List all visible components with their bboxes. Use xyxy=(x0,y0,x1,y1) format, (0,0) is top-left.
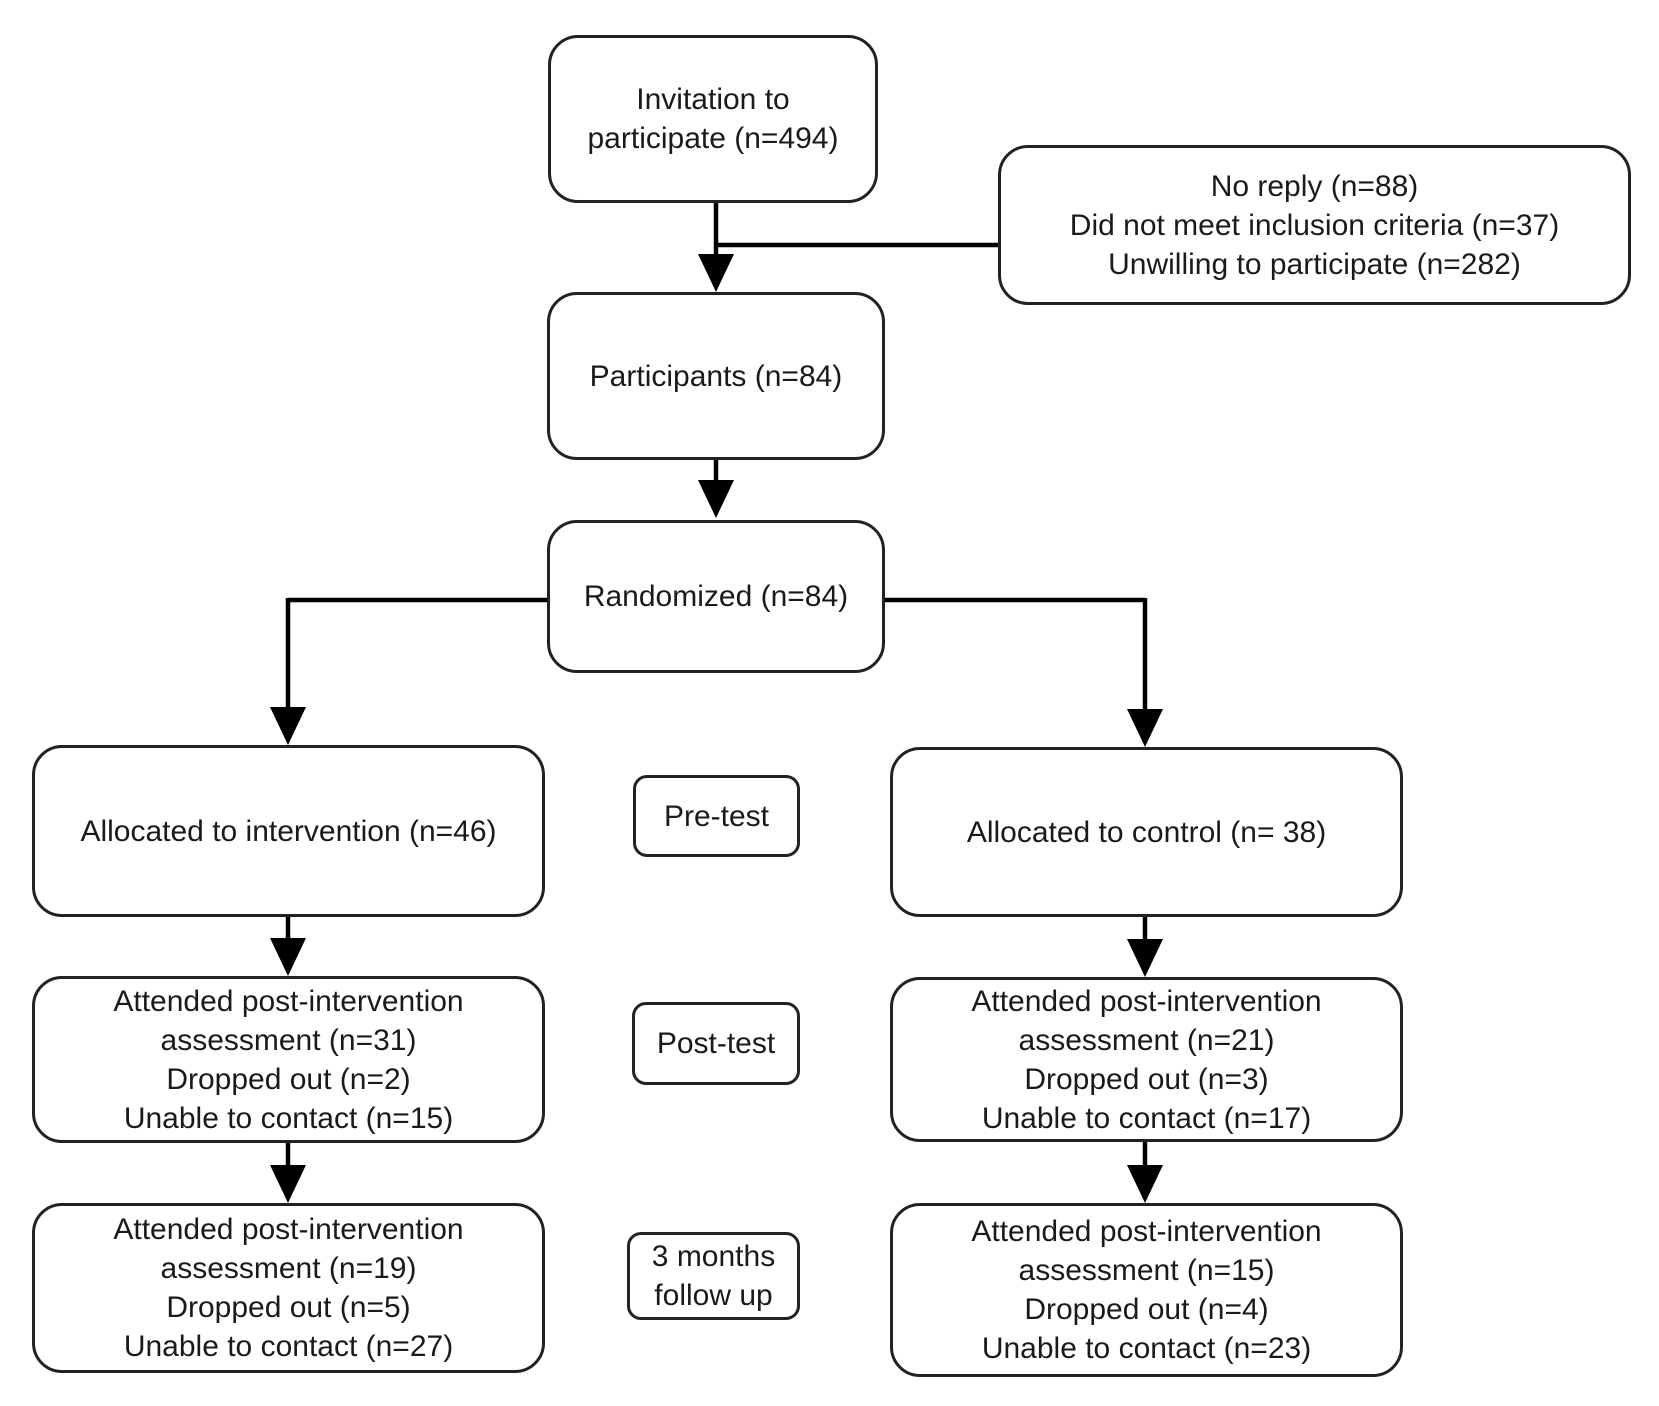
node-text-line: Unable to contact (n=23) xyxy=(981,1332,1312,1365)
node-text-line: Unable to contact (n=27) xyxy=(123,1330,454,1363)
node-text-line: assessment (n=31) xyxy=(160,1023,417,1057)
node-allocated-intervention: Allocated to intervention (n=46) xyxy=(32,745,545,917)
node-control-followup: Attended post-intervention assessment (n… xyxy=(890,1203,1403,1377)
node-participants: Participants (n=84) xyxy=(547,292,885,460)
node-text-line: assessment (n=19) xyxy=(160,1252,417,1285)
node-text-line: Attended post-intervention xyxy=(971,1215,1322,1248)
node-stage-pretest: Pre-test xyxy=(633,775,800,857)
node-text-line: Unable to contact (n=15) xyxy=(123,1101,454,1135)
node-text-line: Allocated to control (n= 38) xyxy=(966,815,1327,849)
node-exclusions: No reply (n=88) Did not meet inclusion c… xyxy=(998,145,1631,305)
node-text-line: Unwilling to participate (n=282) xyxy=(1108,247,1521,281)
node-stage-posttest: Post-test xyxy=(632,1002,800,1085)
node-text-line: Post-test xyxy=(656,1027,776,1060)
node-stage-followup: 3 months follow up xyxy=(627,1232,800,1320)
node-text-line: Pre-test xyxy=(663,799,770,833)
node-text-line: follow up xyxy=(654,1279,773,1312)
node-text-line: No reply (n=88) xyxy=(1210,169,1419,203)
node-text-line: assessment (n=15) xyxy=(1018,1254,1275,1287)
node-text-line: assessment (n=21) xyxy=(1018,1023,1275,1057)
node-text-line: Attended post-intervention xyxy=(113,1213,464,1246)
node-text-line: Allocated to intervention (n=46) xyxy=(80,814,497,848)
node-allocated-control: Allocated to control (n= 38) xyxy=(890,747,1403,917)
node-invitation: Invitation to participate (n=494) xyxy=(548,35,878,203)
node-randomized: Randomized (n=84) xyxy=(547,520,885,673)
node-text-line: participate (n=494) xyxy=(587,122,839,155)
node-text-line: Attended post-intervention xyxy=(971,984,1322,1018)
node-text-line: Attended post-intervention xyxy=(113,984,464,1018)
node-text-line: Dropped out (n=3) xyxy=(1024,1062,1269,1096)
node-text-line: Randomized (n=84) xyxy=(583,580,849,613)
node-text-line: Dropped out (n=4) xyxy=(1024,1293,1269,1326)
node-control-posttest: Attended post-intervention assessment (n… xyxy=(890,977,1403,1142)
node-text-line: Dropped out (n=2) xyxy=(166,1062,411,1096)
node-text-line: Participants (n=84) xyxy=(589,359,843,393)
node-text-line: Unable to contact (n=17) xyxy=(981,1101,1312,1135)
node-intervention-followup: Attended post-intervention assessment (n… xyxy=(32,1203,545,1373)
node-text-line: Invitation to xyxy=(636,83,790,116)
node-text-line: 3 months xyxy=(651,1240,776,1273)
node-intervention-posttest: Attended post-intervention assessment (n… xyxy=(32,976,545,1143)
arrowheads xyxy=(270,254,1163,1203)
node-text-line: Did not meet inclusion criteria (n=37) xyxy=(1069,208,1560,242)
node-text-line: Dropped out (n=5) xyxy=(166,1291,411,1324)
